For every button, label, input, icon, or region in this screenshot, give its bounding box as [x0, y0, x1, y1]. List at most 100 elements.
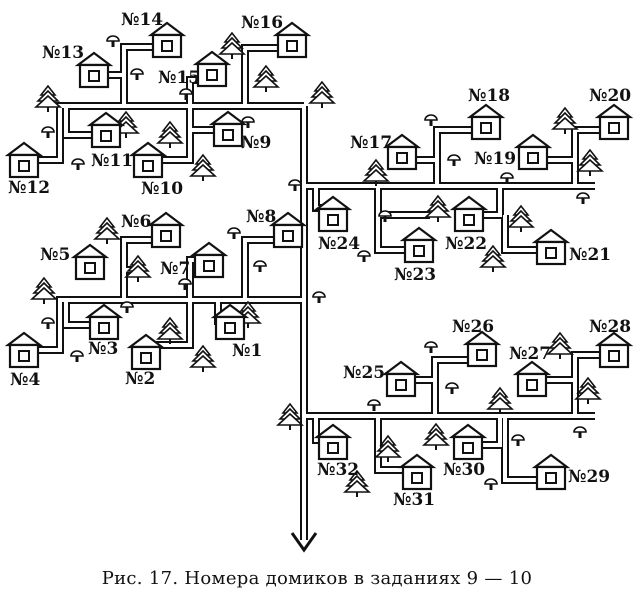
house-window: [206, 69, 218, 81]
tree-icon: [423, 194, 453, 222]
house-32-icon: [313, 423, 353, 461]
house-label-17: №17: [350, 133, 392, 153]
house-24-icon: [313, 195, 353, 233]
house-roof: [381, 360, 421, 376]
mushroom-cap: [241, 116, 255, 123]
house-window: [160, 230, 172, 242]
house-window: [88, 70, 100, 82]
mushroom-stem: [111, 41, 115, 47]
road-segment: [38, 140, 64, 164]
house-window: [411, 472, 423, 484]
tree-icon: [550, 106, 580, 134]
house-roof: [313, 423, 353, 439]
house-window: [413, 245, 425, 257]
house-window: [142, 160, 154, 172]
tree-icon: [188, 153, 218, 181]
house-11-icon: [86, 111, 126, 149]
house-23-icon: [399, 226, 439, 264]
house-label-18: №18: [468, 86, 510, 106]
house-2-icon: [126, 333, 166, 371]
mushroom-icon: [178, 278, 192, 290]
mushroom-icon: [424, 341, 438, 353]
road-segment-inner: [150, 130, 192, 162]
mushroom-icon: [500, 172, 514, 184]
road-segment-inner: [58, 298, 304, 320]
house-3-icon: [84, 303, 124, 341]
tree-icon: [485, 386, 515, 414]
house-roof: [448, 423, 488, 439]
mushroom-stem: [184, 94, 188, 100]
house-4-icon: [4, 331, 44, 369]
house-roof: [4, 331, 44, 347]
house-20-icon: [594, 103, 634, 141]
house-roof: [208, 110, 248, 126]
house-31-icon: [397, 453, 437, 491]
house-5-icon: [70, 243, 110, 281]
mushroom-cap: [424, 341, 438, 348]
house-18-icon: [466, 103, 506, 141]
mushroom-cap: [41, 126, 55, 133]
house-label-19: №19: [474, 149, 516, 169]
house-window: [462, 442, 474, 454]
house-label-2: №2: [125, 369, 155, 389]
mushroom-cap: [120, 301, 134, 308]
mushroom-icon: [367, 399, 381, 411]
mushroom-cap: [253, 260, 267, 267]
house-roof: [449, 195, 489, 211]
road-segment-inner: [64, 300, 100, 327]
house-window: [608, 350, 620, 362]
mushroom-cap: [445, 382, 459, 389]
house-window: [463, 214, 475, 226]
house-roof: [86, 111, 126, 127]
road-segment-inner: [64, 106, 100, 137]
house-window: [18, 350, 30, 362]
house-window: [608, 122, 620, 134]
house-17-icon: [382, 133, 422, 171]
mushroom-icon: [378, 210, 392, 222]
mushroom-stem: [516, 440, 520, 446]
house-roof: [531, 453, 571, 469]
tree-icon: [217, 31, 247, 59]
mushroom-icon: [130, 68, 144, 80]
house-roof: [531, 228, 571, 244]
house-label-6: №6: [121, 212, 151, 232]
mushroom-icon: [70, 350, 84, 362]
house-roof: [70, 243, 110, 259]
house-roof: [146, 211, 186, 227]
road-segment-inner: [573, 128, 608, 186]
mushroom-stem: [383, 216, 387, 222]
tree-icon: [342, 469, 372, 497]
road-segment-inner: [243, 46, 278, 106]
mushroom-stem: [450, 388, 454, 394]
mushroom-stem: [372, 405, 376, 411]
house-label-15: №15: [158, 68, 200, 88]
house-label-12: №12: [8, 178, 50, 198]
mushroom-cap: [227, 227, 241, 234]
house-21-icon: [531, 228, 571, 266]
house-label-8: №8: [246, 207, 276, 227]
mushroom-stem: [581, 198, 585, 204]
mushroom-icon: [179, 88, 193, 100]
house-label-16: №16: [241, 13, 283, 33]
house-label-10: №10: [141, 179, 183, 199]
house-label-23: №23: [394, 265, 436, 285]
road-segment-inner: [376, 215, 410, 252]
house-window: [161, 40, 173, 52]
house-label-31: №31: [393, 490, 435, 510]
mushroom-icon: [357, 250, 371, 262]
tree-icon: [575, 148, 605, 176]
mushroom-cap: [130, 68, 144, 75]
tree-icon: [361, 158, 391, 186]
house-label-3: №3: [88, 339, 118, 359]
mushroom-stem: [135, 74, 139, 80]
mushroom-cap: [41, 317, 55, 324]
mushroom-stem: [429, 347, 433, 353]
tree-icon: [92, 216, 122, 244]
house-label-7: №7: [160, 259, 190, 279]
house-roof: [189, 241, 229, 257]
mushroom-stem: [125, 307, 129, 313]
mushroom-icon: [41, 126, 55, 138]
house-roof: [84, 303, 124, 319]
house-window: [545, 472, 557, 484]
house-roof: [128, 141, 168, 157]
